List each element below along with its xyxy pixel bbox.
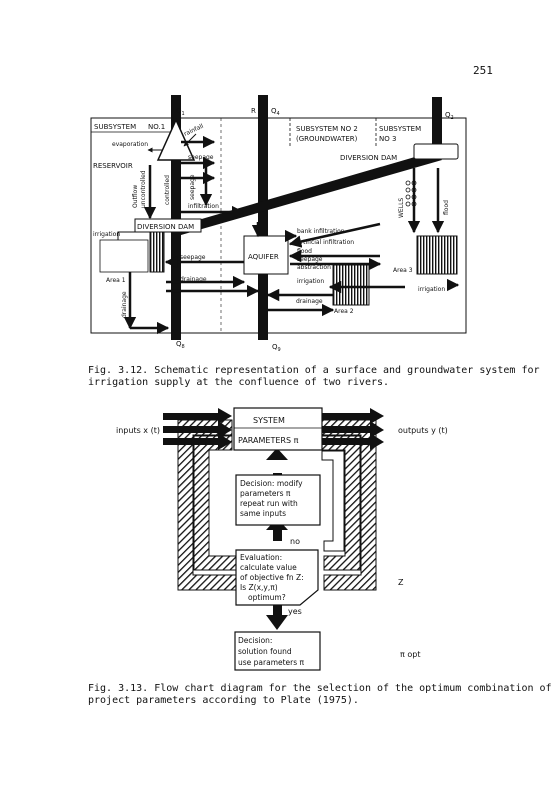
label-outputs: outputs y (t) [398, 426, 448, 435]
label-subsystem3-a: SUBSYSTEM [379, 125, 421, 133]
label-pi-opt: π opt [400, 650, 420, 659]
river-q2 [432, 97, 442, 155]
label-diversion-dam-right: DIVERSION DAM [340, 154, 397, 162]
label-evaporation: evaporation [112, 141, 148, 148]
label-flood: flood [443, 200, 450, 215]
label-subsystem3-b: NO 3 [379, 135, 396, 143]
river-q1 [171, 95, 181, 340]
decision-solution-box [234, 631, 321, 671]
page-number: 251 [473, 64, 493, 77]
label-inputs: inputs x (t) [116, 426, 160, 435]
label-wells: WELLS [398, 198, 405, 218]
label-flood-mid: flood [297, 248, 312, 255]
label-uncontrolled: uncontrolled [140, 170, 147, 208]
area2-field [332, 264, 370, 306]
label-subsystem2-a: SUBSYSTEM NO 2 [296, 125, 358, 133]
label-aquifer: AQUIFER [248, 253, 279, 261]
label-area3: Area 3 [393, 267, 413, 274]
label-abstraction: abstraction [297, 264, 331, 271]
label-seepage-vert: seepage [189, 174, 196, 200]
label-q1: Q1 [176, 107, 185, 117]
label-eval-l1: Evaluation: [240, 553, 282, 562]
label-subsystem1-b: NO.1 [148, 123, 165, 131]
label-q2: Q2 [445, 111, 454, 121]
label-decision1-l1: Decision: modify [240, 479, 303, 488]
label-bank-infiltration: bank infiltration [297, 228, 345, 235]
diversion-canal [181, 152, 442, 235]
label-diversion-dam-left: DIVERSION DAM [137, 223, 194, 231]
river-q4 [258, 95, 268, 340]
figure-3-13-caption-line1: Fig. 3.13. Flow chart diagram for the se… [88, 683, 552, 694]
label-q8: Q8 [176, 340, 185, 350]
label-drainage-low: drainage [296, 298, 323, 305]
label-no: no [290, 537, 300, 546]
label-system: SYSTEM [253, 416, 285, 425]
decision-modify-box [235, 474, 321, 526]
label-parameters: PARAMETERS π [238, 436, 299, 445]
area3-field [416, 235, 458, 275]
label-decision2-l3: use parameters π [238, 658, 305, 667]
system-parameters-box [233, 407, 323, 451]
area1-field [149, 231, 165, 273]
label-area2: Area 2 [334, 308, 354, 315]
label-drainage-left: drainage [121, 291, 128, 318]
label-subsystem2-b: (GROUNDWATER) [296, 135, 358, 143]
label-decision1-l2: parameters π [240, 489, 291, 498]
label-q9: Q9 [272, 343, 281, 353]
label-irrigation-left: irrigation [93, 231, 120, 238]
diversion-dam-right [413, 143, 459, 160]
label-seepage-top: seepage [188, 154, 214, 161]
label-irrigation-mid: irrigation [297, 278, 324, 285]
reservoir [156, 118, 196, 161]
feedback-loops [177, 419, 377, 591]
label-eval-l5: optimum? [248, 593, 286, 602]
figure-3-12-caption-line1: Fig. 3.12. Schematic representation of a… [88, 365, 540, 376]
label-decision1-l3: repeat run with [240, 499, 298, 508]
label-yes: yes [288, 607, 302, 616]
label-seepage-left: seepage [180, 254, 206, 261]
label-subsystem1-a: SUBSYSTEM [94, 123, 136, 131]
label-decision2-l1: Decision: [238, 636, 272, 645]
label-seepage-mid: seepage [297, 256, 323, 263]
label-controlled: controlled [164, 175, 171, 205]
figure-3-12-caption-line2: irrigation supply at the confluence of t… [88, 377, 390, 388]
label-artificial-infiltration: artificial infiltration [297, 239, 354, 246]
label-decision2-l2: solution found [238, 647, 292, 656]
label-decision1-l4: same inputs [240, 509, 286, 518]
evaluation-box [235, 549, 319, 606]
label-eval-l4: Is Z(x,y,π) [240, 583, 278, 592]
label-outflow: Outflow [132, 185, 139, 208]
label-r: R [251, 107, 256, 115]
label-q4: Q4 [271, 107, 280, 117]
label-irrigation-right: irrigation [418, 286, 445, 293]
label-area1: Area 1 [106, 277, 126, 284]
aquifer-box [243, 235, 289, 275]
label-z: Z [398, 578, 404, 587]
label-reservoir: RESERVOIR [93, 162, 133, 170]
label-eval-l3: of objective fn Z: [240, 573, 304, 582]
label-drainage-mid: drainage [180, 276, 207, 283]
label-infiltration: infiltration [188, 203, 219, 210]
diversion-dam-left-box [134, 218, 202, 233]
figure-frame [90, 117, 467, 334]
figure-3-13-caption-line2: project parameters according to Plate (1… [88, 695, 359, 706]
label-eval-l2: calculate value [240, 563, 297, 572]
